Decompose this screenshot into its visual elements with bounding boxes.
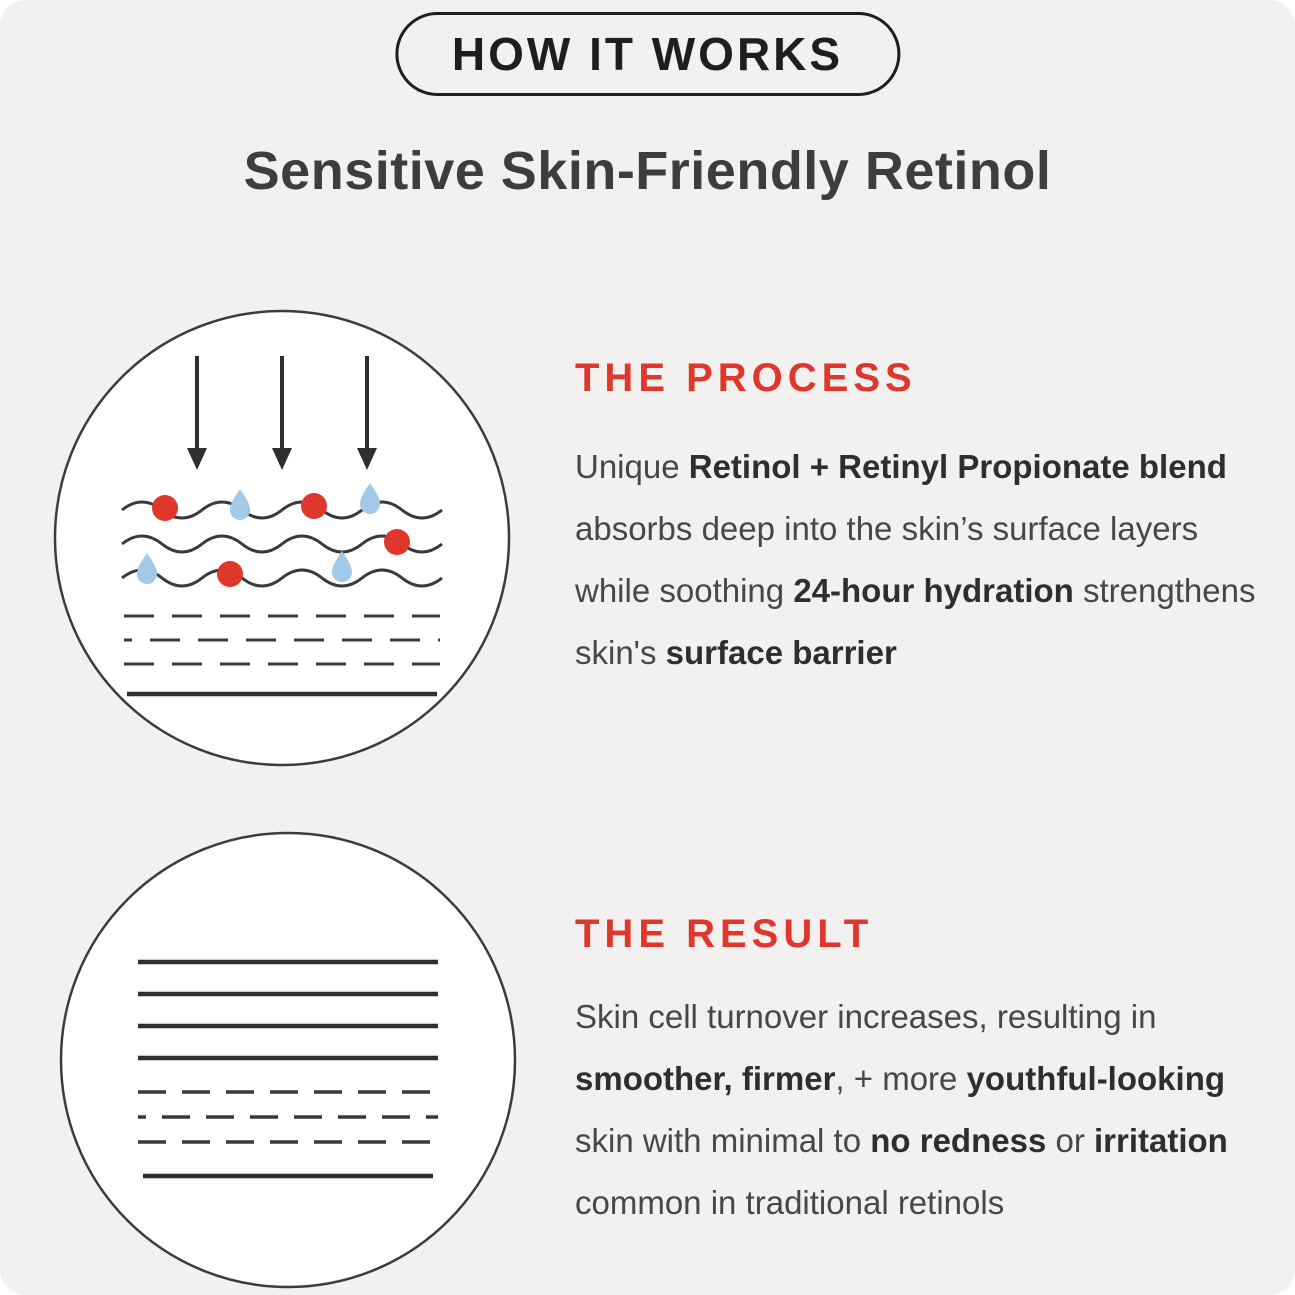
text-segment: smoother, firmer <box>575 1060 836 1097</box>
result-heading: THE RESULT <box>575 912 874 956</box>
text-segment: , + more <box>835 1060 967 1097</box>
text-segment: Retinol + Retinyl Propionate blend <box>688 448 1227 485</box>
text-segment: common in traditional retinols <box>575 1184 1005 1221</box>
result-body: Skin cell turnover increases, resulting … <box>575 986 1267 1234</box>
text-segment: Skin cell turnover increases, resulting … <box>575 998 1157 1035</box>
text-segment: irritation <box>1094 1122 1228 1159</box>
dashed-skin-layer-lines <box>138 1090 438 1144</box>
process-body: Unique Retinol + Retinyl Propionate blen… <box>575 436 1267 684</box>
page-title: Sensitive Skin-Friendly Retinol <box>243 141 1052 201</box>
text-segment: absorbs deep into the skin’s surface lay… <box>575 510 1199 609</box>
skin-absorption-illustration <box>53 309 511 767</box>
text-segment: Unique <box>575 448 689 485</box>
text-segment: no redness <box>870 1122 1047 1159</box>
dashed-skin-layer-lines <box>124 614 440 666</box>
hydration-droplet-icon <box>137 483 380 584</box>
text-segment: 24-hour hydration <box>793 572 1074 609</box>
text-segment: surface barrier <box>665 634 897 671</box>
how-it-works-badge: HOW IT WORKS <box>394 12 901 96</box>
text-segment: or <box>1046 1122 1094 1159</box>
text-segment: skin with minimal to <box>575 1122 871 1159</box>
process-heading: THE PROCESS <box>575 356 917 400</box>
illustration-circle <box>53 309 511 767</box>
text-segment: strengthens skin's <box>575 572 1256 671</box>
retinol-molecule-dot <box>152 493 410 587</box>
text-segment: youthful-looking <box>966 1060 1226 1097</box>
skin-renewal-illustration <box>59 831 517 1289</box>
smooth-skin-layer-lines <box>138 959 438 1061</box>
arrow-down-icon <box>187 356 377 470</box>
